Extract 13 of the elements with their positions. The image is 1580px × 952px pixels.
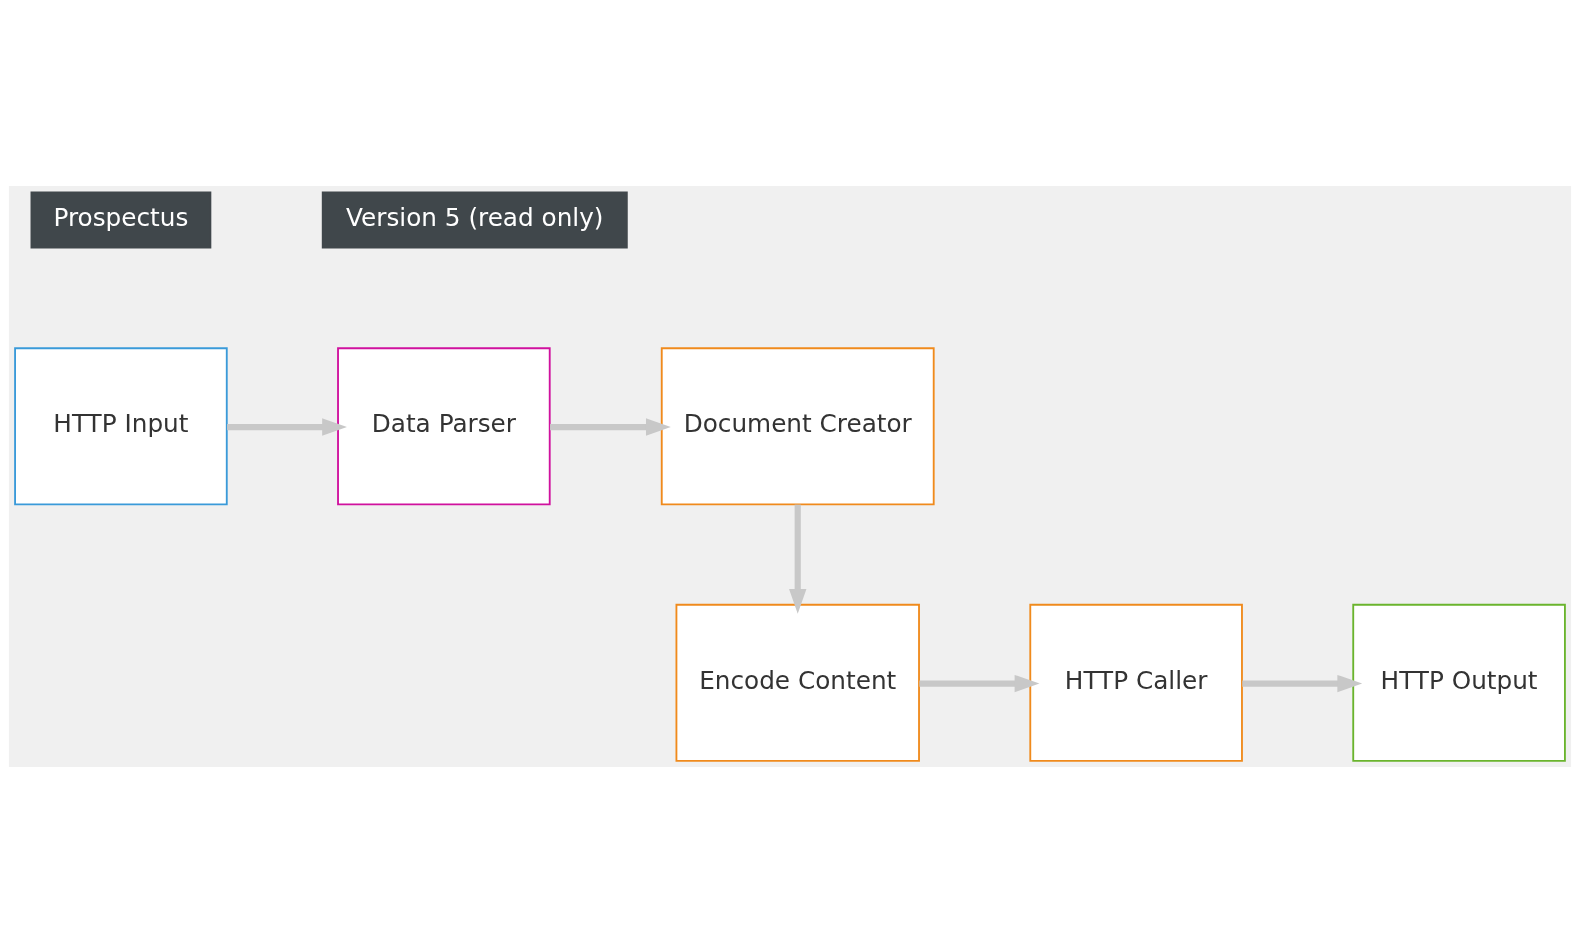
label: Prospectus bbox=[53, 202, 189, 232]
arrow bbox=[227, 417, 347, 436]
arrow bbox=[789, 504, 807, 614]
node-box: HTTP Output bbox=[1352, 603, 1566, 762]
node-box: HTTP Caller bbox=[1029, 603, 1243, 762]
arrow bbox=[1242, 674, 1363, 692]
node-box: Encode Content bbox=[675, 603, 920, 762]
label: Version 5 (read only) bbox=[346, 202, 604, 232]
arrow bbox=[550, 417, 671, 436]
node-box: Data Parser bbox=[337, 346, 551, 505]
arrow bbox=[919, 674, 1040, 692]
node-box: Document Creator bbox=[660, 346, 935, 505]
node-box: HTTP Input bbox=[14, 346, 228, 505]
